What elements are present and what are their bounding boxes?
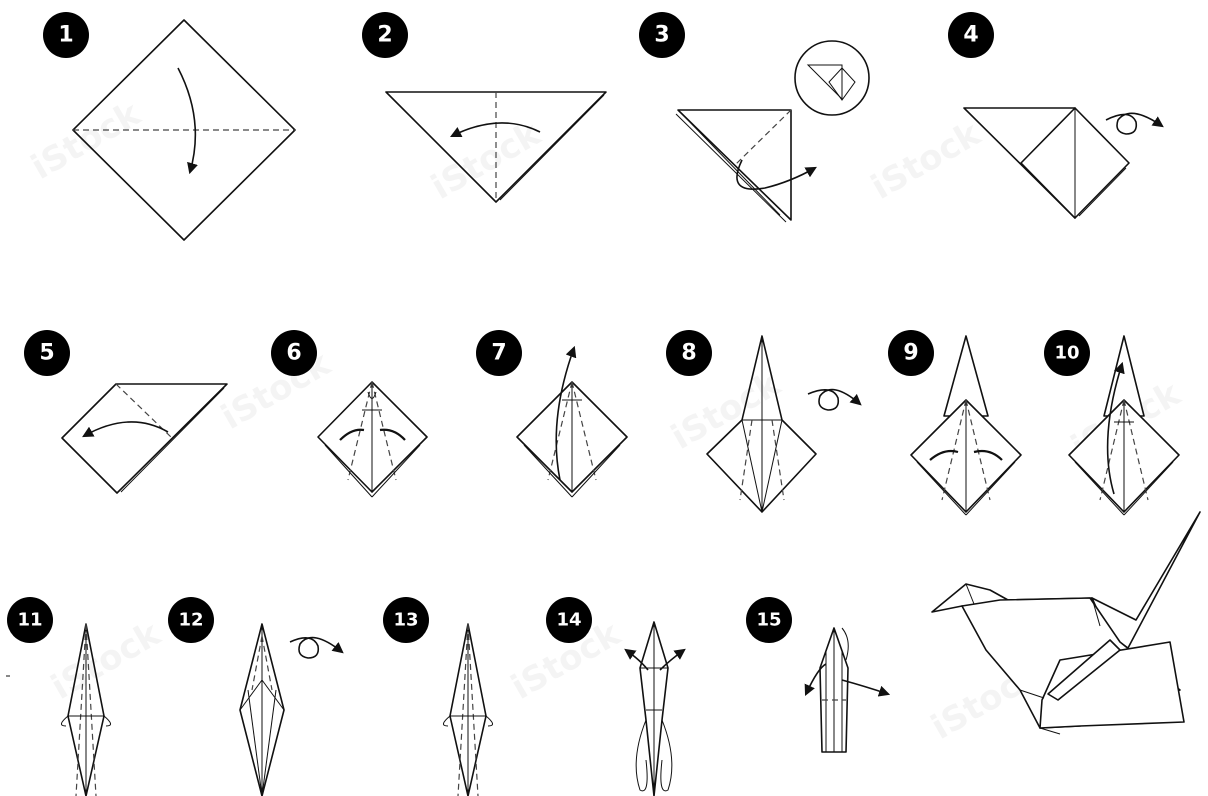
step-1-figure [73, 20, 295, 240]
step-number: 5 [39, 341, 54, 366]
step-number: 10 [1054, 343, 1079, 364]
step-badge: 7 [476, 330, 522, 376]
step-badge: 1 [43, 12, 89, 58]
step-13-figure [443, 624, 492, 796]
step-badge: 6 [271, 330, 317, 376]
step-badge: 5 [24, 330, 70, 376]
step-number: 11 [17, 610, 42, 631]
step-badge: 15 [746, 597, 792, 643]
step-number: 6 [286, 341, 301, 366]
step-badge: 10 [1044, 330, 1090, 376]
step-badge: 11 [7, 597, 53, 643]
step-badge: 12 [168, 597, 214, 643]
step-badge: 3 [639, 12, 685, 58]
step-badge: 2 [362, 12, 408, 58]
step-number: 13 [393, 610, 418, 631]
step-12-figure [240, 624, 342, 796]
step-badge: 8 [666, 330, 712, 376]
step-4-figure [964, 108, 1162, 218]
step-number: 3 [654, 23, 669, 48]
step-number: 4 [963, 23, 978, 48]
step-number: 1 [58, 23, 73, 48]
watermark-text: iStock [45, 613, 169, 708]
step-number: 15 [756, 610, 781, 631]
step-badge: 13 [383, 597, 429, 643]
step-number: 8 [681, 341, 696, 366]
step-badge: 4 [948, 12, 994, 58]
step-2-figure [386, 92, 606, 202]
step-number: 14 [556, 610, 581, 631]
step-number: 9 [903, 341, 918, 366]
step-3-figure [676, 41, 869, 222]
step-14-figure [626, 622, 684, 796]
step-badge: 9 [888, 330, 934, 376]
step-6-figure [318, 382, 427, 497]
watermark-text: iStock [865, 113, 989, 208]
detail-inset [795, 41, 869, 115]
step-7-figure [517, 348, 627, 497]
step-number: 7 [491, 341, 506, 366]
step-15-figure [806, 628, 888, 752]
watermark-text: iStock [25, 93, 149, 188]
step-number: 12 [178, 610, 203, 631]
watermark-text: iStock [665, 363, 789, 458]
step-5-figure [62, 384, 227, 493]
step-badges: 1 2 3 4 5 6 7 8 9 10 11 12 13 14 15 [7, 12, 1090, 643]
step-badge: 14 [546, 597, 592, 643]
step-number: 2 [377, 23, 392, 48]
